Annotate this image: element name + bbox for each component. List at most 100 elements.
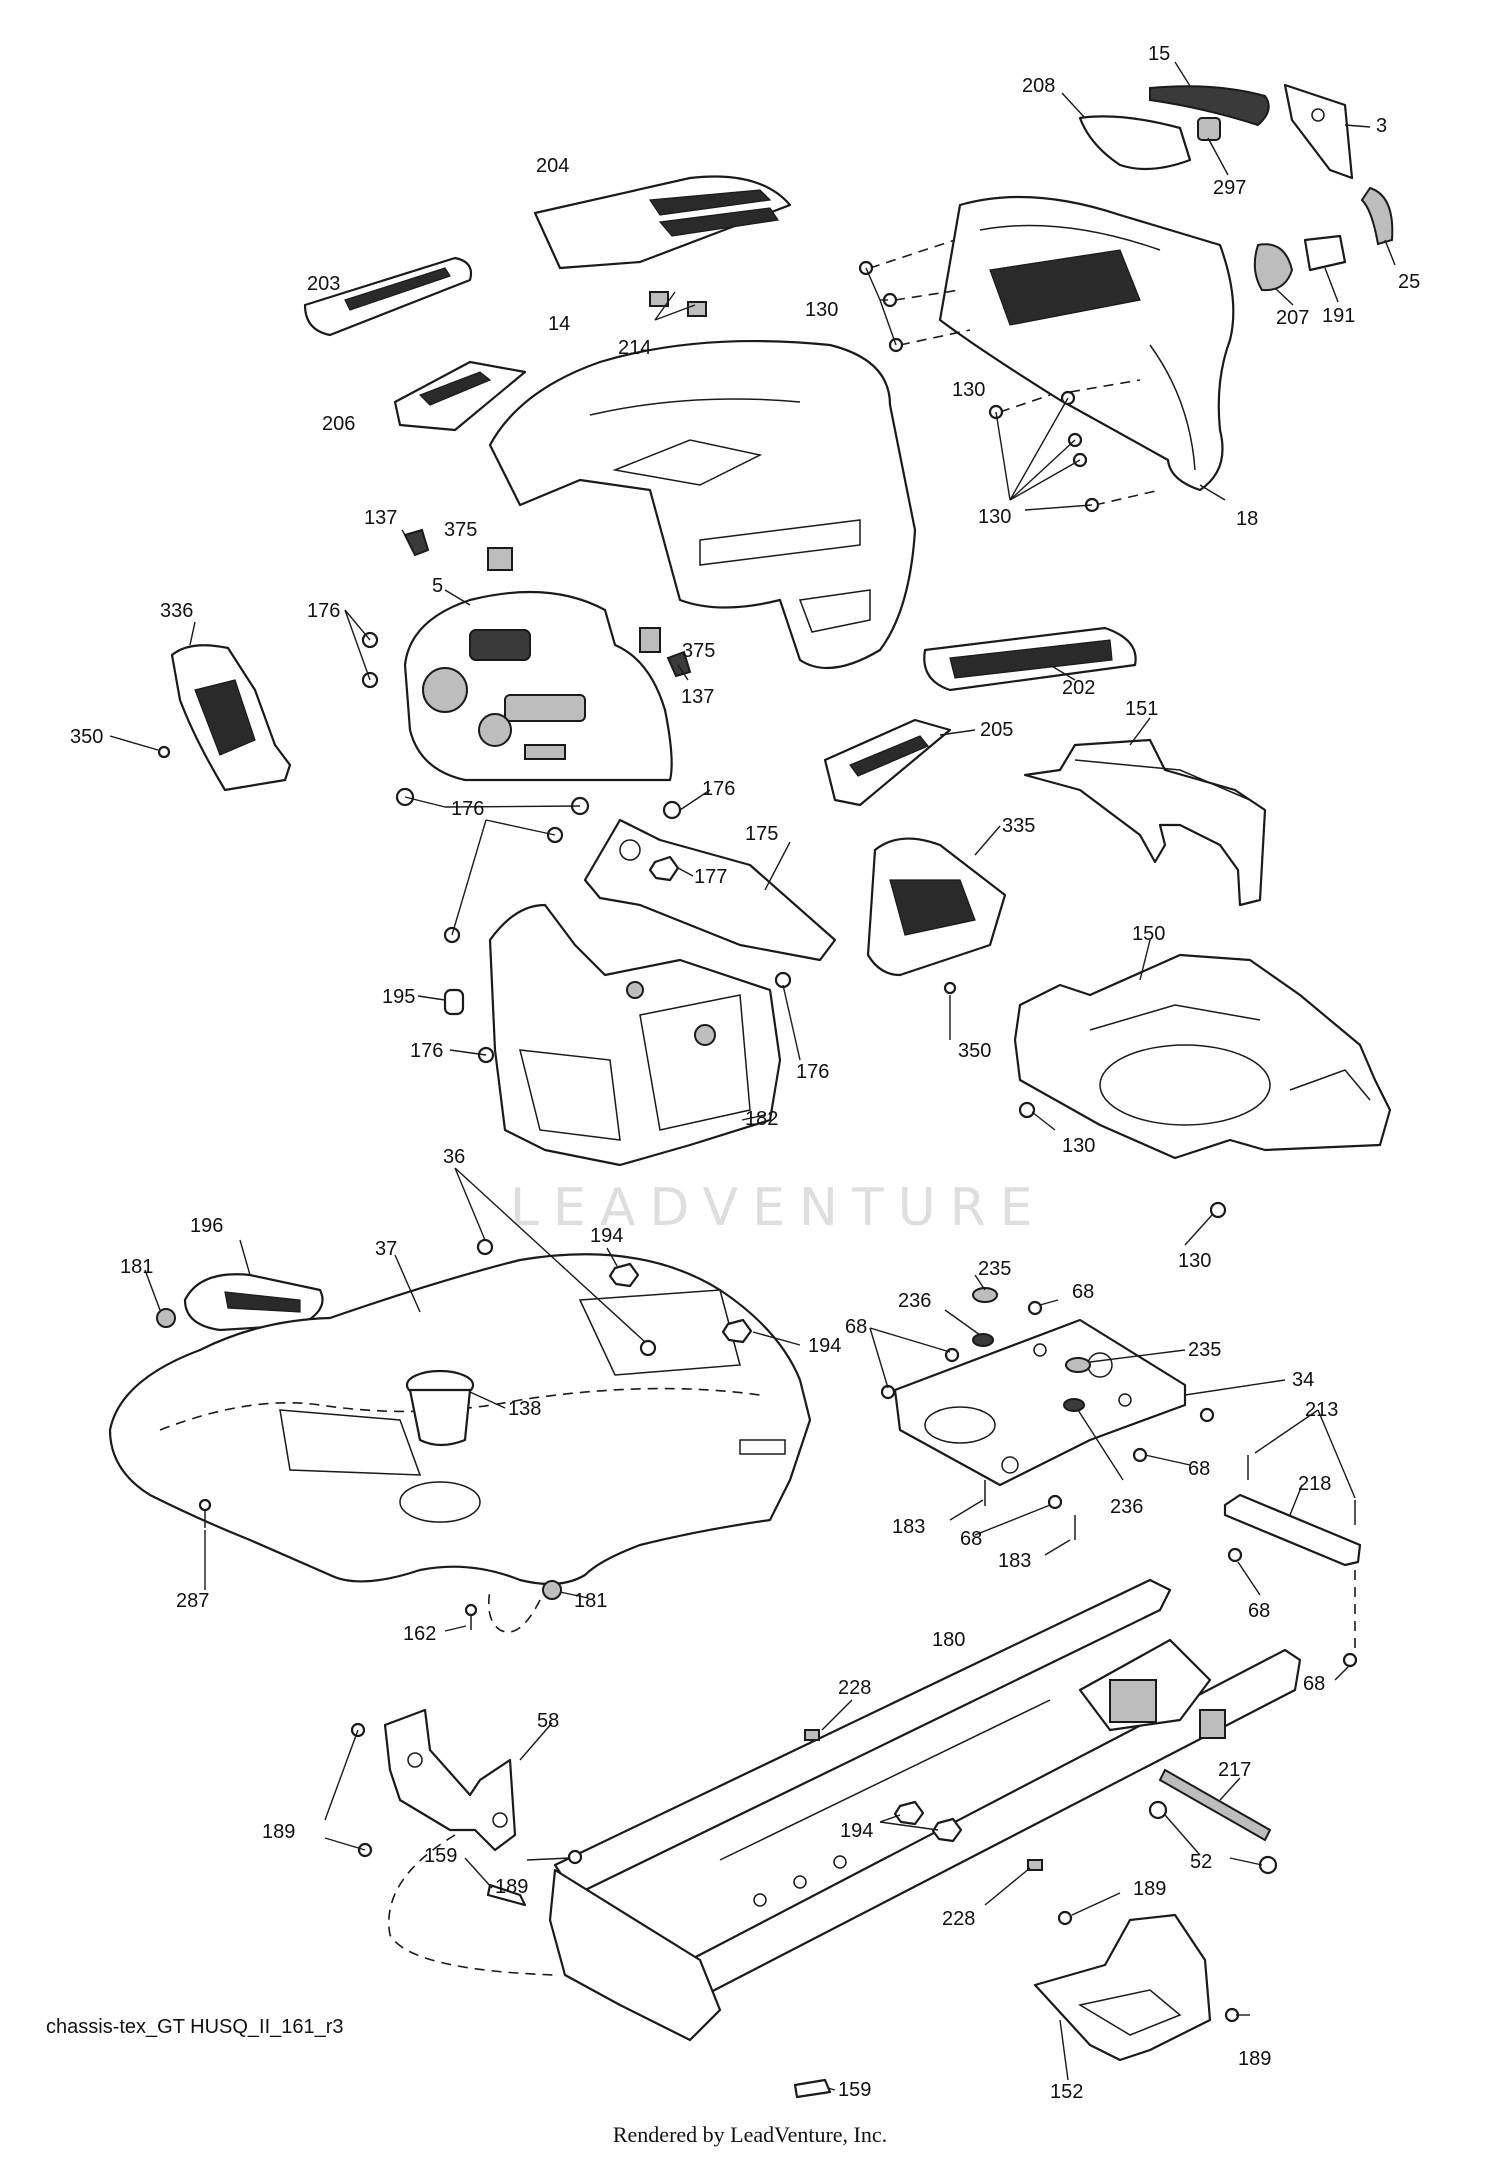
- part-194-nuts-frame: [893, 1800, 963, 1843]
- callout-195: 195: [382, 986, 415, 1008]
- callout-181-b: 181: [574, 1590, 607, 1612]
- callout-350-b: 350: [958, 1040, 991, 1062]
- callout-189-c: 189: [1133, 1878, 1166, 1900]
- callout-205: 205: [980, 719, 1013, 741]
- callout-350-a: 350: [70, 726, 103, 748]
- callout-15: 15: [1148, 43, 1170, 65]
- part-204-hood-insert: [533, 175, 792, 270]
- part-228-clips: [804, 1729, 1043, 1871]
- callout-130-d: 130: [1062, 1135, 1095, 1157]
- callout-130-e: 130: [1178, 1250, 1211, 1272]
- assembly-line-58-frame: [388, 1834, 556, 1976]
- part-335-side-panel: [866, 837, 1007, 977]
- part-177-nut: [648, 855, 680, 882]
- callout-203: 203: [307, 273, 340, 295]
- callout-34: 34: [1292, 1369, 1314, 1391]
- callout-287: 287: [176, 1590, 209, 1612]
- part-336-side-panel: [170, 644, 292, 792]
- callout-176-b: 176: [702, 778, 735, 800]
- callout-194-c: 194: [840, 1820, 873, 1842]
- callout-236-b: 236: [1110, 1496, 1143, 1518]
- part-195-plug: [443, 988, 465, 1016]
- part-213-bolts: [1247, 1455, 1356, 1525]
- part-151-bracket: [1023, 738, 1267, 907]
- callout-68-b: 68: [845, 1316, 867, 1338]
- callout-335: 335: [1002, 815, 1035, 837]
- part-138-boot: [405, 1369, 475, 1447]
- part-235-spacers: [972, 1287, 1091, 1373]
- part-58-bracket: [383, 1708, 517, 1852]
- callout-208: 208: [1022, 75, 1055, 97]
- part-218-strap: [1223, 1493, 1362, 1567]
- part-5-dash-panel: [403, 590, 673, 782]
- callout-214: 214: [618, 337, 651, 359]
- part-137-clip: [403, 528, 692, 678]
- callout-177: 177: [694, 866, 727, 888]
- part-162-screw: [464, 1603, 478, 1630]
- part-350-screw-right: [943, 981, 957, 995]
- callout-202: 202: [1062, 677, 1095, 699]
- leader-lines: [109, 61, 1396, 2091]
- part-14-hood: [488, 339, 917, 670]
- callout-137-b: 137: [681, 686, 714, 708]
- callout-5: 5: [432, 575, 443, 597]
- part-3-bracket: [1283, 83, 1354, 180]
- callout-18: 18: [1236, 508, 1258, 530]
- callout-68-f: 68: [1303, 1673, 1325, 1695]
- part-175-mount-bracket: [583, 818, 837, 962]
- callout-52: 52: [1190, 1851, 1212, 1873]
- part-36-bolts: [476, 1238, 657, 1357]
- callout-175: 175: [745, 823, 778, 845]
- callout-228-a: 228: [838, 1677, 871, 1699]
- callout-375-b: 375: [682, 640, 715, 662]
- part-206-side-vent: [393, 360, 527, 432]
- callout-130-c: 130: [978, 506, 1011, 528]
- rendered-by-credit: Rendered by LeadVenture, Inc.: [612, 2122, 888, 2147]
- callout-162: 162: [403, 1623, 436, 1645]
- callout-176-e: 176: [796, 1061, 829, 1083]
- part-375-pad: [487, 547, 661, 653]
- callout-36: 36: [443, 1146, 465, 1168]
- callout-181-a: 181: [120, 1256, 153, 1278]
- callout-37: 37: [375, 1238, 397, 1260]
- assembly-line-130-c: [899, 329, 971, 346]
- callout-176-a: 176: [307, 600, 340, 622]
- callout-152: 152: [1050, 2081, 1083, 2103]
- callout-130-b: 130: [952, 379, 985, 401]
- part-236-bushings: [972, 1333, 1085, 1412]
- assembly-line-130-a: [869, 239, 956, 269]
- callout-150: 150: [1132, 923, 1165, 945]
- callout-176-c: 176: [451, 798, 484, 820]
- callout-194-a: 194: [590, 1225, 623, 1247]
- part-202-grille: [923, 626, 1137, 692]
- callout-25: 25: [1398, 271, 1420, 293]
- part-150-floor-pan: [1013, 953, 1392, 1160]
- part-203-side-vent: [303, 256, 473, 337]
- callout-183-a: 183: [892, 1516, 925, 1538]
- part-194-nuts: [608, 1262, 753, 1344]
- part-196-fender-insert: [183, 1273, 324, 1332]
- callout-176-d: 176: [410, 1040, 443, 1062]
- callout-180: 180: [932, 1629, 965, 1651]
- callout-151: 151: [1125, 698, 1158, 720]
- callout-14: 14: [548, 313, 570, 335]
- callout-3: 3: [1376, 115, 1387, 137]
- callout-218: 218: [1298, 1473, 1331, 1495]
- callout-206: 206: [322, 413, 355, 435]
- callout-189-b: 189: [495, 1876, 528, 1898]
- callout-217: 217: [1218, 1759, 1251, 1781]
- assembly-line-130-b: [894, 289, 961, 301]
- callout-130-a: 130: [805, 299, 838, 321]
- callout-labels: 15 208 3 297 25 191 207 204 203 214 14 2…: [70, 43, 1420, 2103]
- callout-137-a: 137: [364, 507, 397, 529]
- callout-196: 196: [190, 1215, 223, 1237]
- part-217-rod: [1158, 1768, 1272, 1842]
- callout-159-a: 159: [424, 1845, 457, 1867]
- diagram-code: chassis-tex_GT HUSQ_II_161_r3: [46, 2016, 344, 2038]
- part-214-clips: [649, 291, 707, 317]
- part-15-grille-trim: [1149, 85, 1270, 127]
- part-52-nuts: [1148, 1800, 1278, 1875]
- part-350-screw-left: [157, 745, 171, 759]
- part-191-bracket: [1303, 234, 1347, 272]
